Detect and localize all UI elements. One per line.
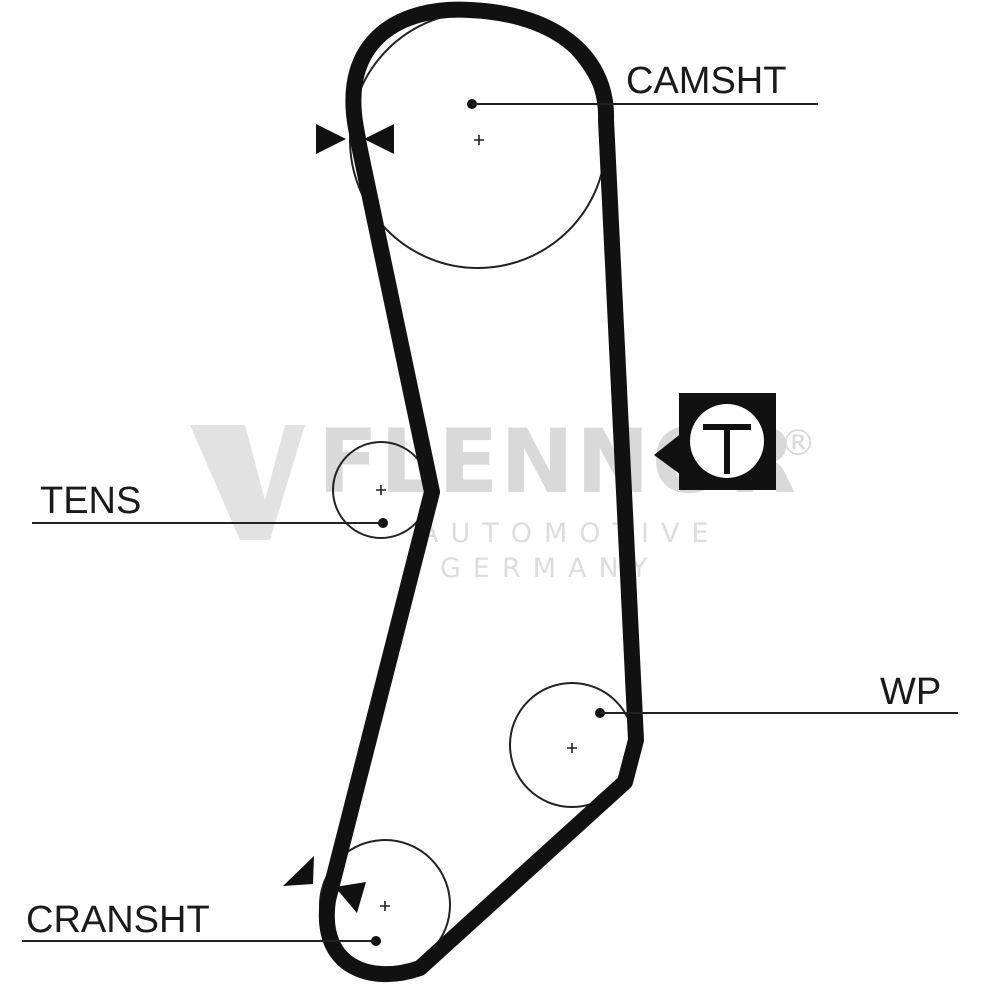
tensioner-label: TENS xyxy=(40,480,141,522)
timing-belt xyxy=(318,1,644,983)
water-pump-center-mark xyxy=(567,743,577,753)
center-marks xyxy=(376,135,577,911)
timing-arrow-icon xyxy=(316,124,346,154)
watermark-logo-icon xyxy=(190,425,305,540)
timing-arrow-icon xyxy=(283,856,314,886)
camshaft-timing-mark xyxy=(316,124,394,154)
tension-t-icon xyxy=(703,424,751,474)
tensioner-center-mark xyxy=(376,485,386,495)
tension-pointer-icon xyxy=(654,428,688,480)
crankshaft-center-mark xyxy=(380,901,390,911)
crankshaft-timing-mark xyxy=(283,856,366,913)
tension-symbol xyxy=(654,393,776,490)
water-pump-label: WP xyxy=(880,671,941,713)
camshaft-center-mark xyxy=(474,135,484,145)
crankshaft-label: CRANSHT xyxy=(26,899,210,941)
timing-arrow-icon xyxy=(335,882,366,913)
watermark-line2: GERMANY xyxy=(440,553,659,584)
watermark-line1: AUTOMOTIVE xyxy=(420,518,721,549)
camshaft-label: CAMSHT xyxy=(626,60,786,102)
watermark-registered: ® xyxy=(780,423,816,464)
timing-arrow-icon xyxy=(364,124,394,154)
